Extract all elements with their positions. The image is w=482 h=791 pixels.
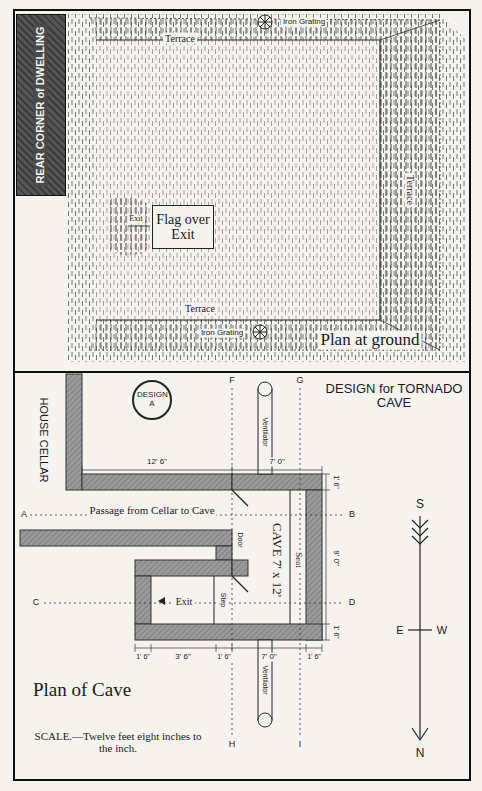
dimension: 1' 6"	[215, 653, 233, 661]
dimension: 9' 0"	[332, 548, 341, 568]
view-title: Plan at ground	[318, 331, 421, 350]
dimension: 3' 6"	[173, 653, 193, 662]
dimension: 1' 6"	[332, 623, 340, 641]
dimension: 7' 0"	[259, 653, 279, 662]
dimension: 1' 6"	[134, 653, 152, 661]
door-label: Door	[236, 530, 244, 549]
exit-label: Exit	[127, 215, 144, 224]
view-title: Plan of Cave	[31, 680, 133, 701]
section-letter: G	[294, 376, 305, 386]
room-label: CAVE 7' x 12'	[270, 521, 284, 599]
terrace-label: Terrace	[183, 303, 217, 314]
design-circle: DESIGN A	[132, 380, 172, 420]
dwelling-box: REAR CORNER of DWELLING	[16, 14, 66, 196]
design-title: DESIGN for TORNADO CAVE	[322, 382, 466, 411]
grating-label: Iron Grating	[281, 18, 327, 27]
node-text: REAR CORNER of DWELLING	[34, 23, 48, 186]
ventilator-label: Ventilator	[261, 663, 269, 696]
section-letter: H	[227, 740, 238, 750]
room-label: HOUSE CELLAR	[38, 396, 50, 485]
flag-box: Flag over Exit	[152, 205, 214, 249]
dimension: 7' 0"	[267, 458, 287, 467]
section-letter: I	[297, 740, 304, 750]
compass-letter: S	[414, 498, 426, 511]
node-text: DESIGN A	[137, 391, 167, 409]
exit-label: Exit	[174, 596, 195, 607]
terrace-label: Terrace	[405, 173, 416, 207]
compass-letter: N	[414, 747, 427, 760]
section-letter: B	[347, 510, 357, 520]
dimension: 1' 6"	[305, 653, 323, 661]
step-label: Step	[219, 591, 227, 609]
ventilator-label: Ventilator	[261, 415, 269, 448]
scale-note: SCALE.—Twelve feet eight inches to the i…	[31, 730, 205, 754]
compass-letter: E	[394, 624, 405, 636]
seat-label: Seat	[293, 550, 303, 570]
passage-label: Passage from Cellar to Cave	[87, 504, 216, 516]
section-letter: D	[347, 598, 358, 608]
grating-label: Iron Grating	[199, 329, 245, 338]
section-letter: C	[31, 598, 42, 608]
compass-letter: W	[435, 624, 449, 636]
section-letter: F	[227, 376, 237, 386]
section-letter: A	[19, 510, 29, 520]
terrace-label: Terrace	[163, 33, 197, 44]
dimension: 12' 6"	[145, 458, 169, 467]
dimension: 1' 6"	[332, 473, 340, 491]
node-text: Flag over Exit	[156, 212, 210, 243]
